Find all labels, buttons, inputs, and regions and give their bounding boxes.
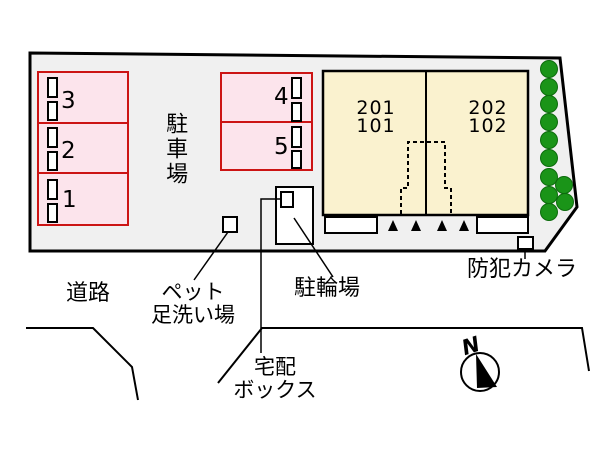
security-camera — [517, 236, 534, 250]
pet-wash-station — [222, 216, 238, 233]
parking-space-number: 5 — [274, 134, 289, 160]
road-edge-left — [26, 327, 139, 401]
shrub-triangle-icon — [437, 220, 447, 231]
compass-needle-icon — [476, 354, 497, 388]
bicycle-parking-label: 駐輪場 — [294, 276, 361, 301]
wheel-stop — [47, 151, 58, 171]
tree-icon — [556, 193, 574, 211]
wheel-stop — [47, 203, 58, 223]
tree-icon — [540, 168, 558, 186]
parking-space-number: 1 — [62, 187, 77, 213]
tree-icon — [540, 203, 558, 221]
pet-wash-label-line2: 足洗い場 — [151, 303, 235, 327]
unit-number-lower: 101 — [356, 115, 396, 137]
entrance-dashed-outline — [400, 141, 452, 214]
delivery-box-leader-line — [260, 198, 282, 353]
shrub-triangles — [388, 220, 469, 231]
bicycle-leader-line — [293, 217, 334, 278]
porch-left — [324, 216, 378, 234]
delivery-box — [280, 191, 294, 208]
pet-wash-label-line1: ペット — [161, 280, 225, 304]
tree-icon — [540, 78, 558, 96]
porch-right — [476, 216, 529, 234]
tree-icon — [540, 131, 558, 149]
wheel-stop — [47, 179, 58, 200]
unit-label-right: 202 102 — [448, 97, 528, 137]
unit-number-lower: 102 — [468, 115, 508, 137]
parking-space-number: 4 — [274, 84, 289, 110]
unit-number-upper: 201 — [356, 97, 396, 119]
tree-row — [540, 60, 574, 221]
tree-icon — [540, 149, 558, 167]
shrub-triangle-icon — [388, 220, 398, 231]
unit-label-left: 201 101 — [336, 97, 416, 137]
tree-icon — [540, 113, 558, 131]
tree-icon — [540, 60, 558, 78]
wheel-stop — [291, 102, 302, 122]
parking-space-number: 2 — [61, 138, 76, 164]
wheel-stop — [291, 77, 302, 99]
wheel-stop — [47, 127, 58, 148]
road-label: 道路 — [66, 281, 111, 306]
wheel-stop — [291, 150, 302, 169]
north-compass — [460, 352, 500, 392]
pet-wash-label: ペット足洗い場 — [143, 281, 243, 327]
tree-icon — [540, 95, 558, 113]
parking-lot-label: 駐車場 — [162, 112, 188, 187]
shrub-triangle-icon — [459, 220, 469, 231]
delivery-box-label-line1: 宅配 — [254, 355, 296, 379]
parking-space-number: 3 — [61, 88, 76, 114]
wheel-stop — [47, 77, 58, 98]
delivery-box-label-line2: ボックス — [233, 378, 317, 402]
shrub-triangle-icon — [411, 220, 421, 231]
tree-icon — [540, 186, 558, 204]
wheel-stops-left — [47, 77, 58, 223]
security-camera-label: 防犯カメラ — [467, 257, 578, 282]
tree-icon — [555, 176, 573, 194]
road-edge-right — [217, 327, 590, 384]
pet-wash-leader-line — [193, 231, 229, 281]
wheel-stop — [291, 126, 302, 148]
unit-number-upper: 202 — [468, 97, 508, 119]
delivery-box-label: 宅配ボックス — [227, 356, 323, 402]
wheel-stop — [47, 101, 58, 121]
wheel-stops-right — [291, 77, 302, 169]
